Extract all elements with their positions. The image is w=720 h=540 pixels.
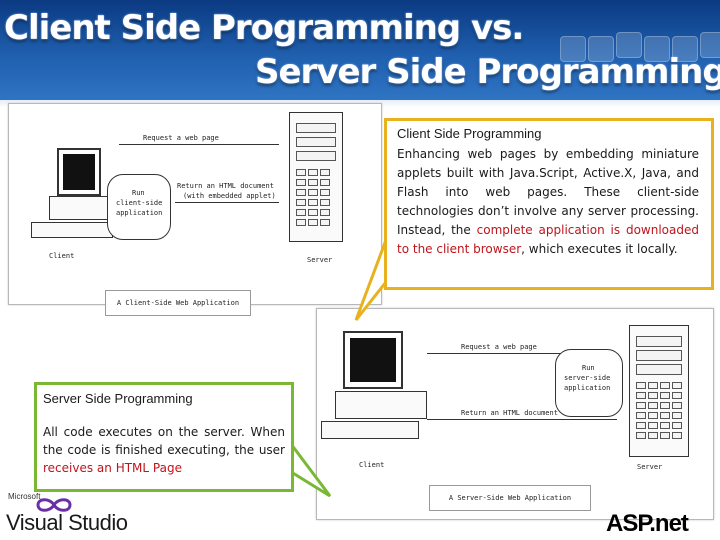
client-monitor-icon	[57, 148, 101, 196]
server-request-label: Request a web page	[461, 343, 537, 351]
client-callout-title: Client Side Programming	[397, 126, 542, 141]
client-side-callout: Client Side Programming Enhancing web pa…	[384, 118, 714, 290]
return-label: Return an HTML document	[177, 182, 274, 190]
server-callout-title: Server Side Programming	[43, 391, 193, 406]
server-diagram-client-label: Client	[359, 461, 385, 469]
server-diagram-client-desktop-icon	[335, 391, 427, 419]
server-side-diagram: Client Request a web page Run server-sid…	[316, 308, 714, 520]
visual-studio-infinity-icon	[36, 498, 72, 512]
run-client-app-oval: Run client-side application	[107, 174, 171, 240]
vs-microsoft-label: Microsoft	[8, 492, 41, 501]
server-side-callout: Server Side Programming All code execute…	[34, 382, 294, 492]
return-sub-label: (with embedded applet)	[183, 192, 276, 200]
client-side-diagram: Client Run client-side application Reque…	[8, 103, 382, 316]
title-line-2: Server Side Programming	[255, 52, 720, 92]
client-diagram-server-icon	[289, 112, 343, 242]
client-diagram-caption: A Client-Side Web Application	[105, 290, 251, 316]
client-label: Client	[49, 252, 75, 260]
run-server-app-oval: Run server-side application	[555, 349, 623, 417]
visual-studio-logo: Microsoft Visual Studio	[6, 492, 146, 536]
return-arrow	[175, 202, 279, 203]
slide-header: Client Side Programming vs. Server Side …	[0, 0, 720, 100]
server-return-arrow	[427, 419, 617, 420]
server-tower-icon	[629, 325, 689, 457]
server-callout-emphasis: receives an HTML Page	[43, 461, 182, 475]
request-label: Request a web page	[143, 134, 219, 142]
server-callout-body: All code executes on the server. When th…	[43, 425, 285, 475]
server-label: Server	[307, 256, 333, 264]
request-arrow	[119, 144, 279, 145]
server-diagram-server-label: Server	[637, 463, 663, 471]
server-request-arrow	[427, 353, 617, 354]
server-diagram-caption: A Server-Side Web Application	[429, 485, 591, 511]
client-callout-body: Enhancing web pages by embedding miniatu…	[397, 147, 699, 256]
aspnet-logo: ASP.net	[606, 510, 689, 537]
decorative-squares	[530, 26, 720, 70]
server-diagram-client-monitor-icon	[343, 331, 403, 389]
server-return-label: Return an HTML document	[461, 409, 558, 417]
vs-product-label: Visual Studio	[6, 510, 128, 535]
title-line-1: Client Side Programming vs.	[4, 8, 524, 48]
client-callout-emphasis: complete application is downloaded to th…	[397, 223, 699, 256]
